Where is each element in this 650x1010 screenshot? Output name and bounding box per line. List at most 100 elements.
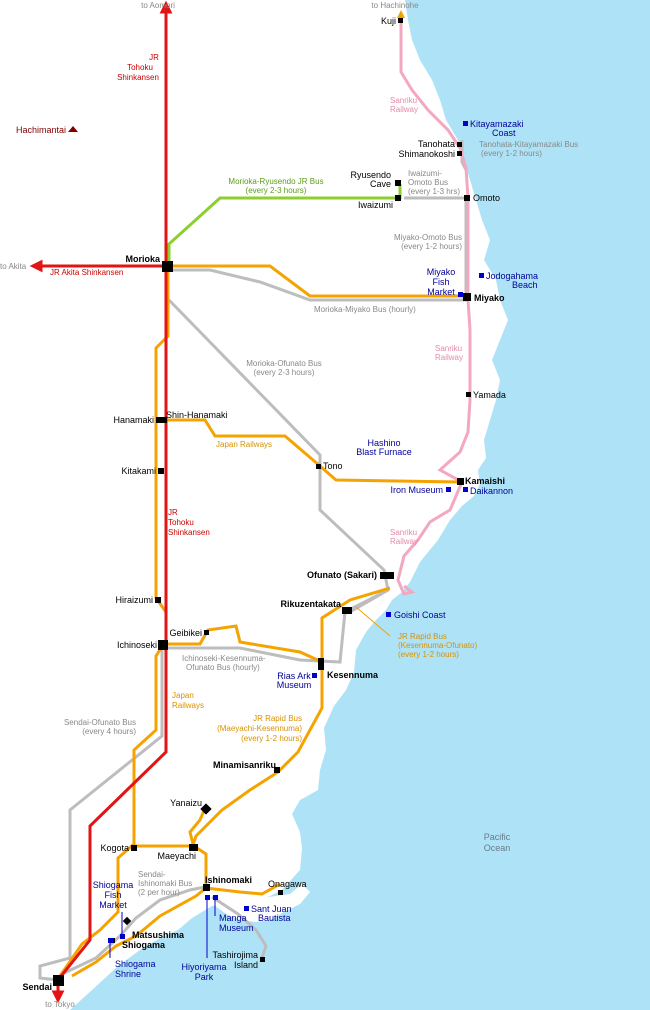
- station-geibikei: Geibikei: [169, 628, 202, 638]
- station-marker-rikuzentakata: [342, 607, 352, 614]
- label-sanriku-south-1: Sanriku: [390, 528, 417, 537]
- station-marker-hanamaki: [156, 417, 162, 423]
- label-iwaizumi-bus-3: (every 1-3 hrs): [408, 187, 460, 196]
- label-sendai-ishinomaki-bus-2: Ishinomaki Bus: [138, 879, 192, 888]
- jr-kesennuma-line: [188, 805, 208, 849]
- poi-marker-daikannon: [463, 487, 468, 492]
- label-sanriku-mid-2: Railway: [435, 353, 463, 362]
- poi-marker-iron-museum: [446, 487, 451, 492]
- poi-marker-shiogama-fish: [120, 934, 125, 939]
- place-hiyoriyama-1: Hiyoriyama: [181, 962, 226, 972]
- label-ryusendo-bus-1: Morioka-Ryusendo JR Bus: [228, 177, 323, 186]
- arrow-to-aomori: [159, 0, 173, 14]
- poi-marker-sant-juan: [244, 906, 249, 911]
- jr-senseki-line: [71, 886, 207, 978]
- label-sendai-ofunato-bus-2: (every 4 hours): [82, 727, 136, 736]
- label-ryusendo-bus-2: (every 2-3 hours): [246, 186, 307, 195]
- label-tohoku-shinkansen-north-2: Tohoku: [127, 63, 153, 72]
- station-rikuzentakata: Rikuzentakata: [280, 599, 342, 609]
- station-marker-omoto: [464, 195, 470, 201]
- station-marker-sendai: [53, 975, 64, 986]
- morioka-miyako-bus: [169, 268, 468, 302]
- station-marker-hiraizumi: [155, 597, 161, 603]
- station-marker-kamaishi: [457, 478, 464, 485]
- station-miyako: Miyako: [474, 293, 505, 303]
- station-marker-yanaizu: [200, 803, 212, 815]
- jr-kamaishi-line: [164, 418, 461, 484]
- place-kitayamazaki-2: Coast: [492, 128, 516, 138]
- label-rapid-maeyachi-2: (Maeyachi-Kesennuma): [217, 724, 302, 733]
- station-iwaizumi: Iwaizumi: [358, 200, 393, 210]
- label-japan-railways-2b: Railways: [172, 701, 204, 710]
- label-rapid-ofunato-1: JR Rapid Bus: [398, 632, 447, 641]
- station-marker-minamisanriku: [274, 767, 280, 773]
- place-jodogahama-1: Jodogahama: [486, 271, 538, 281]
- place-shiogama-fish-2: Fish: [104, 890, 121, 900]
- place-hiyoriyama-2: Park: [195, 972, 214, 982]
- jr-rapid-bus-kesennuma: [190, 668, 324, 849]
- pacific-ocean-area: [70, 0, 650, 1010]
- sendai-ofunato-bus: [38, 650, 164, 982]
- poi-marker-rias-ark: [312, 673, 317, 678]
- label-morioka-miyako-bus: Morioka-Miyako Bus (hourly): [314, 305, 416, 314]
- jr-tohoku-main-line: [58, 266, 170, 977]
- label-sanriku-mid-1: Sanriku: [435, 344, 462, 353]
- station-marker-maeyachi: [189, 844, 198, 851]
- label-tohoku-shinkansen-north-1: JR: [149, 53, 159, 62]
- morioka-ryusendo-jr-bus: [167, 184, 402, 264]
- place-kitayamazaki-1: Kitayamazaki: [470, 119, 524, 129]
- station-hiraizumi: Hiraizumi: [115, 595, 153, 605]
- station-yanaizu: Yanaizu: [170, 798, 202, 808]
- label-rapid-maeyachi-1: JR Rapid Bus: [253, 714, 302, 723]
- station-ryusendo-2: Cave: [370, 179, 391, 189]
- station-ofunato: Ofunato (Sakari): [307, 570, 377, 580]
- place-manga-2: Museum: [219, 923, 254, 933]
- label-to-hachinohe: to Hachinohe: [371, 1, 419, 10]
- place-shiogama-shrine-2: Shrine: [115, 969, 141, 979]
- leader-rapid-ofunato: [355, 606, 391, 637]
- station-marker-ishinomaki: [203, 884, 210, 891]
- station-marker-shin-hanamaki: [161, 417, 167, 423]
- station-marker-shimanokoshi: [457, 151, 462, 156]
- mountain-icon: [68, 126, 78, 132]
- station-marker-tashirojima: [260, 957, 265, 962]
- station-kuji: Kuji: [381, 16, 396, 26]
- place-hachimantai: Hachimantai: [16, 125, 66, 135]
- poi-marker-shiogama-shrine: [108, 938, 113, 943]
- station-marker-ofunato: [380, 572, 394, 579]
- station-marker-miyako: [463, 293, 471, 301]
- label-to-aomori: to Aomori: [141, 1, 175, 10]
- station-morioka: Morioka: [125, 254, 161, 264]
- station-marker-kogota: [131, 845, 137, 851]
- label-sendai-ishinomaki-bus-3: (2 per hour): [138, 888, 180, 897]
- station-minamisanriku: Minamisanriku: [213, 760, 276, 770]
- label-tohoku-shinkansen-south-1: JR: [168, 508, 178, 517]
- label-sanriku-north-1: Sanriku: [390, 96, 417, 105]
- station-onagawa: Onagawa: [268, 879, 307, 889]
- station-hanamaki: Hanamaki: [113, 415, 154, 425]
- label-sendai-ofunato-bus-1: Sendai-Ofunato Bus: [64, 718, 136, 727]
- station-ichinoseki: Ichinoseki: [117, 640, 157, 650]
- label-rapid-ofunato-3: (every 1-2 hours): [398, 650, 459, 659]
- jr-ofunato-line: [166, 586, 391, 665]
- label-tohoku-shinkansen-north-3: Shinkansen: [117, 73, 159, 82]
- label-morioka-ofunato-bus-1: Morioka-Ofunato Bus: [246, 359, 322, 368]
- label-tanohata-bus-1: Tanohata-Kitayamazaki Bus: [479, 140, 578, 149]
- poi-marker-manga: [213, 895, 218, 900]
- label-japan-railways-2a: Japan: [172, 691, 194, 700]
- label-sanriku-south-2: Railway: [390, 537, 418, 546]
- pacific-ocean-label-2: Ocean: [484, 843, 511, 853]
- label-rapid-ofunato-2: (Kesennuma-Ofunato): [398, 641, 477, 650]
- label-tanohata-bus-2: (every 1-2 hours): [481, 149, 542, 158]
- label-tohoku-shinkansen-south-3: Shinkansen: [168, 528, 210, 537]
- place-shiogama-fish-3: Market: [99, 900, 127, 910]
- label-japan-railways-1: Japan Railways: [216, 440, 272, 449]
- label-iwaizumi-bus-2: Omoto Bus: [408, 178, 448, 187]
- poi-marker-hiyoriyama: [205, 895, 210, 900]
- station-marker-onagawa: [278, 890, 283, 895]
- place-manga-1: Manga: [219, 913, 247, 923]
- station-marker-ichinoseki: [158, 640, 168, 650]
- sanriku-railway: [396, 18, 472, 596]
- label-to-akita: to Akita: [0, 262, 27, 271]
